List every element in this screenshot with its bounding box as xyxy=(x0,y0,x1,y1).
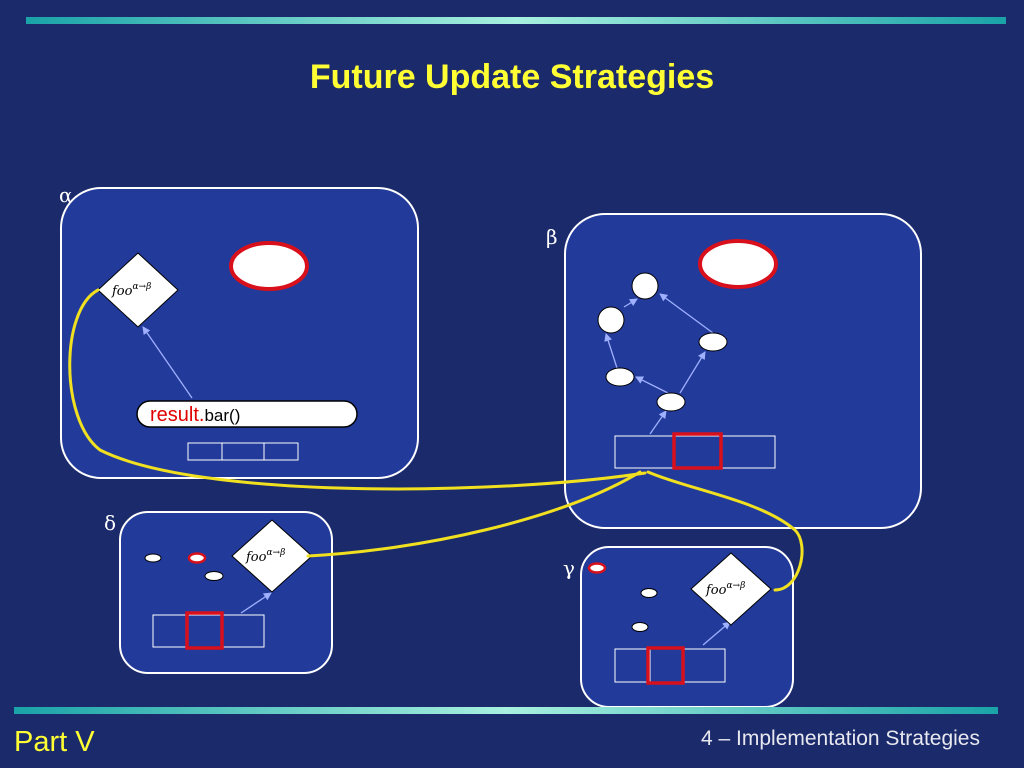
delta-red-object xyxy=(187,552,207,564)
beta-object-node xyxy=(605,367,635,387)
beta-object-node xyxy=(631,272,659,300)
gamma-arrow xyxy=(702,621,731,646)
alpha-future-label: fooα→β xyxy=(111,282,151,299)
alpha-call-arrow xyxy=(142,326,193,399)
alpha-future-diamond xyxy=(97,252,179,328)
delta-label: δ xyxy=(104,511,116,535)
alpha-red-object xyxy=(229,241,309,291)
beta-object-graph-arrows xyxy=(604,293,714,435)
gamma-stack-highlight xyxy=(646,646,685,685)
delta-future-diamond xyxy=(231,519,313,593)
delta-future-link xyxy=(306,470,642,558)
delta-object xyxy=(144,553,162,563)
gamma-object xyxy=(640,588,658,598)
call-method: bar() xyxy=(204,406,240,425)
delta-future-base: foo xyxy=(245,550,267,565)
delta-arrow xyxy=(240,592,272,614)
beta-object-node xyxy=(597,306,625,334)
alpha-future-link xyxy=(68,288,647,491)
gamma-object xyxy=(631,622,649,632)
alpha-call-text: result.bar() xyxy=(150,404,240,426)
gamma-future-link xyxy=(646,470,804,592)
alpha-label: α xyxy=(59,183,73,207)
gamma-label: γ xyxy=(563,556,575,580)
gamma-red-object xyxy=(587,562,607,574)
gamma-future-label: fooα→β xyxy=(705,581,745,598)
alpha-future-superscript: α→β xyxy=(132,282,151,292)
gamma-region xyxy=(580,546,794,708)
top-accent-bar xyxy=(26,17,1006,24)
gamma-future-superscript: α→β xyxy=(726,581,745,591)
beta-stack-highlight xyxy=(672,432,723,470)
beta-object-node xyxy=(698,332,728,352)
delta-stack-highlight xyxy=(185,611,224,650)
call-receiver: result. xyxy=(150,404,204,426)
delta-object xyxy=(204,571,224,581)
footer-section-label: 4 – Implementation Strategies xyxy=(701,727,980,750)
gamma-future-base: foo xyxy=(705,583,727,598)
beta-label: β xyxy=(546,225,558,249)
slide-title: Future Update Strategies xyxy=(309,58,715,96)
delta-future-superscript: α→β xyxy=(266,548,285,558)
alpha-stack xyxy=(187,442,299,461)
footer-part-label: Part V xyxy=(14,726,95,758)
alpha-call-box xyxy=(136,400,358,428)
alpha-region xyxy=(60,187,419,479)
future-links xyxy=(68,288,804,592)
alpha-future-base: foo xyxy=(111,284,133,299)
gamma-future-diamond xyxy=(690,552,772,626)
bottom-accent-bar xyxy=(14,707,998,714)
delta-future-label: fooα→β xyxy=(245,548,285,565)
delta-region xyxy=(119,511,333,674)
beta-red-object xyxy=(698,239,778,289)
beta-object-node xyxy=(656,392,686,412)
